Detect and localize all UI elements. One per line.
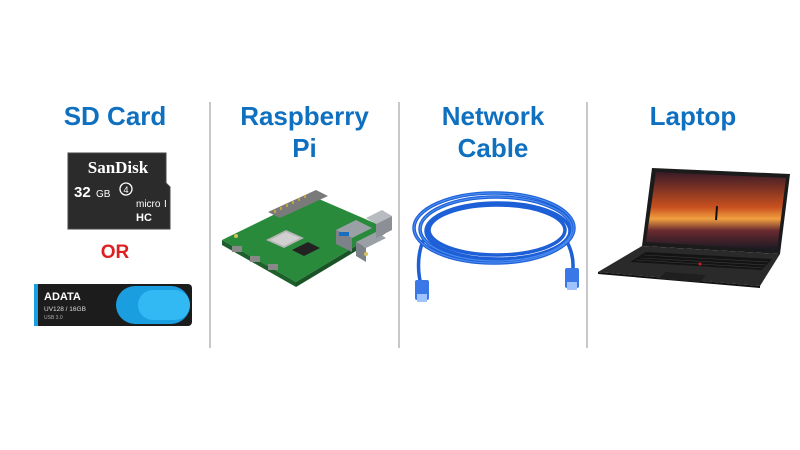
network-cable-image [412, 191, 579, 302]
sd-roman-text: I [164, 199, 167, 210]
sd-unit-text: GB [96, 189, 111, 200]
network-cable-title-line2: Cable [457, 133, 529, 163]
usb-brand-text: ADATA [44, 291, 81, 303]
divider-2 [398, 102, 400, 348]
divider-3 [586, 102, 588, 348]
raspberry-pi-title: Raspberry Pi [211, 100, 398, 164]
column-network-cable: Network Cable [400, 0, 586, 450]
column-raspberry-pi: Raspberry Pi [211, 0, 398, 450]
raspberry-pi-image [222, 190, 392, 287]
network-cable-title-line1: Network [441, 101, 545, 131]
sd-brand-text: SanDisk [88, 158, 149, 177]
or-label: OR [100, 242, 130, 263]
usb-model-text: UV128 / 16GB [44, 306, 86, 313]
usb-spec-text: USB 3.0 [44, 315, 63, 321]
sd-card-image: SanDisk 32 GB 4 micro I HC [67, 152, 171, 230]
raspberry-pi-title-line1: Raspberry [240, 101, 369, 131]
sd-hc-text: HC [136, 212, 152, 224]
laptop-title: Laptop [649, 101, 737, 131]
usb-drive-image: ADATA UV128 / 16GB USB 3.0 [34, 284, 192, 326]
laptop-image [598, 168, 790, 288]
divider-1 [209, 102, 211, 348]
column-sd-card: SD Card SanDisk 32 GB 4 micro I HC OR AD… [20, 0, 210, 450]
sd-class-text: 4 [123, 185, 128, 195]
sd-capacity-text: 32 [74, 184, 91, 201]
column-laptop: Laptop [588, 0, 798, 450]
raspberry-pi-title-line2: Pi [292, 133, 317, 163]
sd-card-title: SD Card [63, 101, 167, 131]
sd-micro-text: micro [136, 199, 161, 210]
network-cable-title: Network Cable [400, 100, 586, 164]
